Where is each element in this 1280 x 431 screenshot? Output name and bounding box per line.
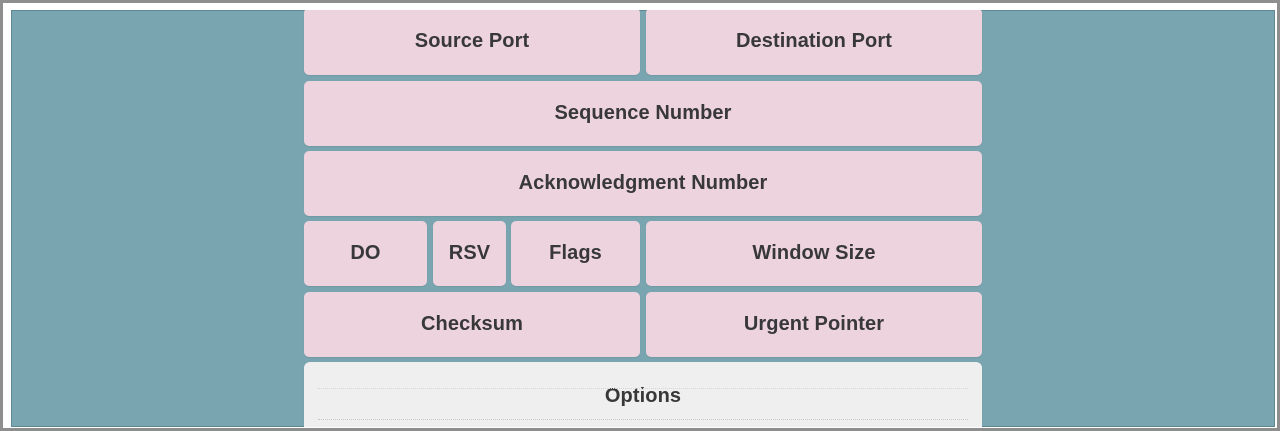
- field-label: Destination Port: [735, 30, 893, 52]
- field-label: Acknowledgment Number: [518, 172, 768, 194]
- field-label: Flags: [549, 242, 602, 264]
- field-reserved: RSV: [433, 221, 506, 286]
- field-source-port: Source Port: [304, 10, 640, 75]
- field-label: Source Port: [414, 30, 530, 52]
- field-label: Sequence Number: [554, 102, 732, 124]
- field-checksum: Checksum: [304, 292, 640, 357]
- field-acknowledgment-number: Acknowledgment Number: [304, 151, 982, 216]
- field-data-offset: DO: [304, 221, 427, 286]
- field-label: DO: [350, 242, 381, 264]
- field-sequence-number: Sequence Number: [304, 81, 982, 146]
- field-label: Options: [604, 384, 682, 407]
- field-label: RSV: [448, 242, 491, 264]
- field-options: Options: [304, 362, 982, 427]
- field-urgent-pointer: Urgent Pointer: [646, 292, 982, 357]
- field-flags: Flags: [511, 221, 640, 286]
- field-label: Urgent Pointer: [743, 313, 885, 335]
- tcp-header-diagram: Source Port Destination Port Sequence Nu…: [11, 10, 1275, 427]
- field-label: Window Size: [752, 242, 876, 264]
- field-destination-port: Destination Port: [646, 10, 982, 75]
- field-label: Checksum: [421, 313, 523, 335]
- field-window-size: Window Size: [646, 221, 982, 286]
